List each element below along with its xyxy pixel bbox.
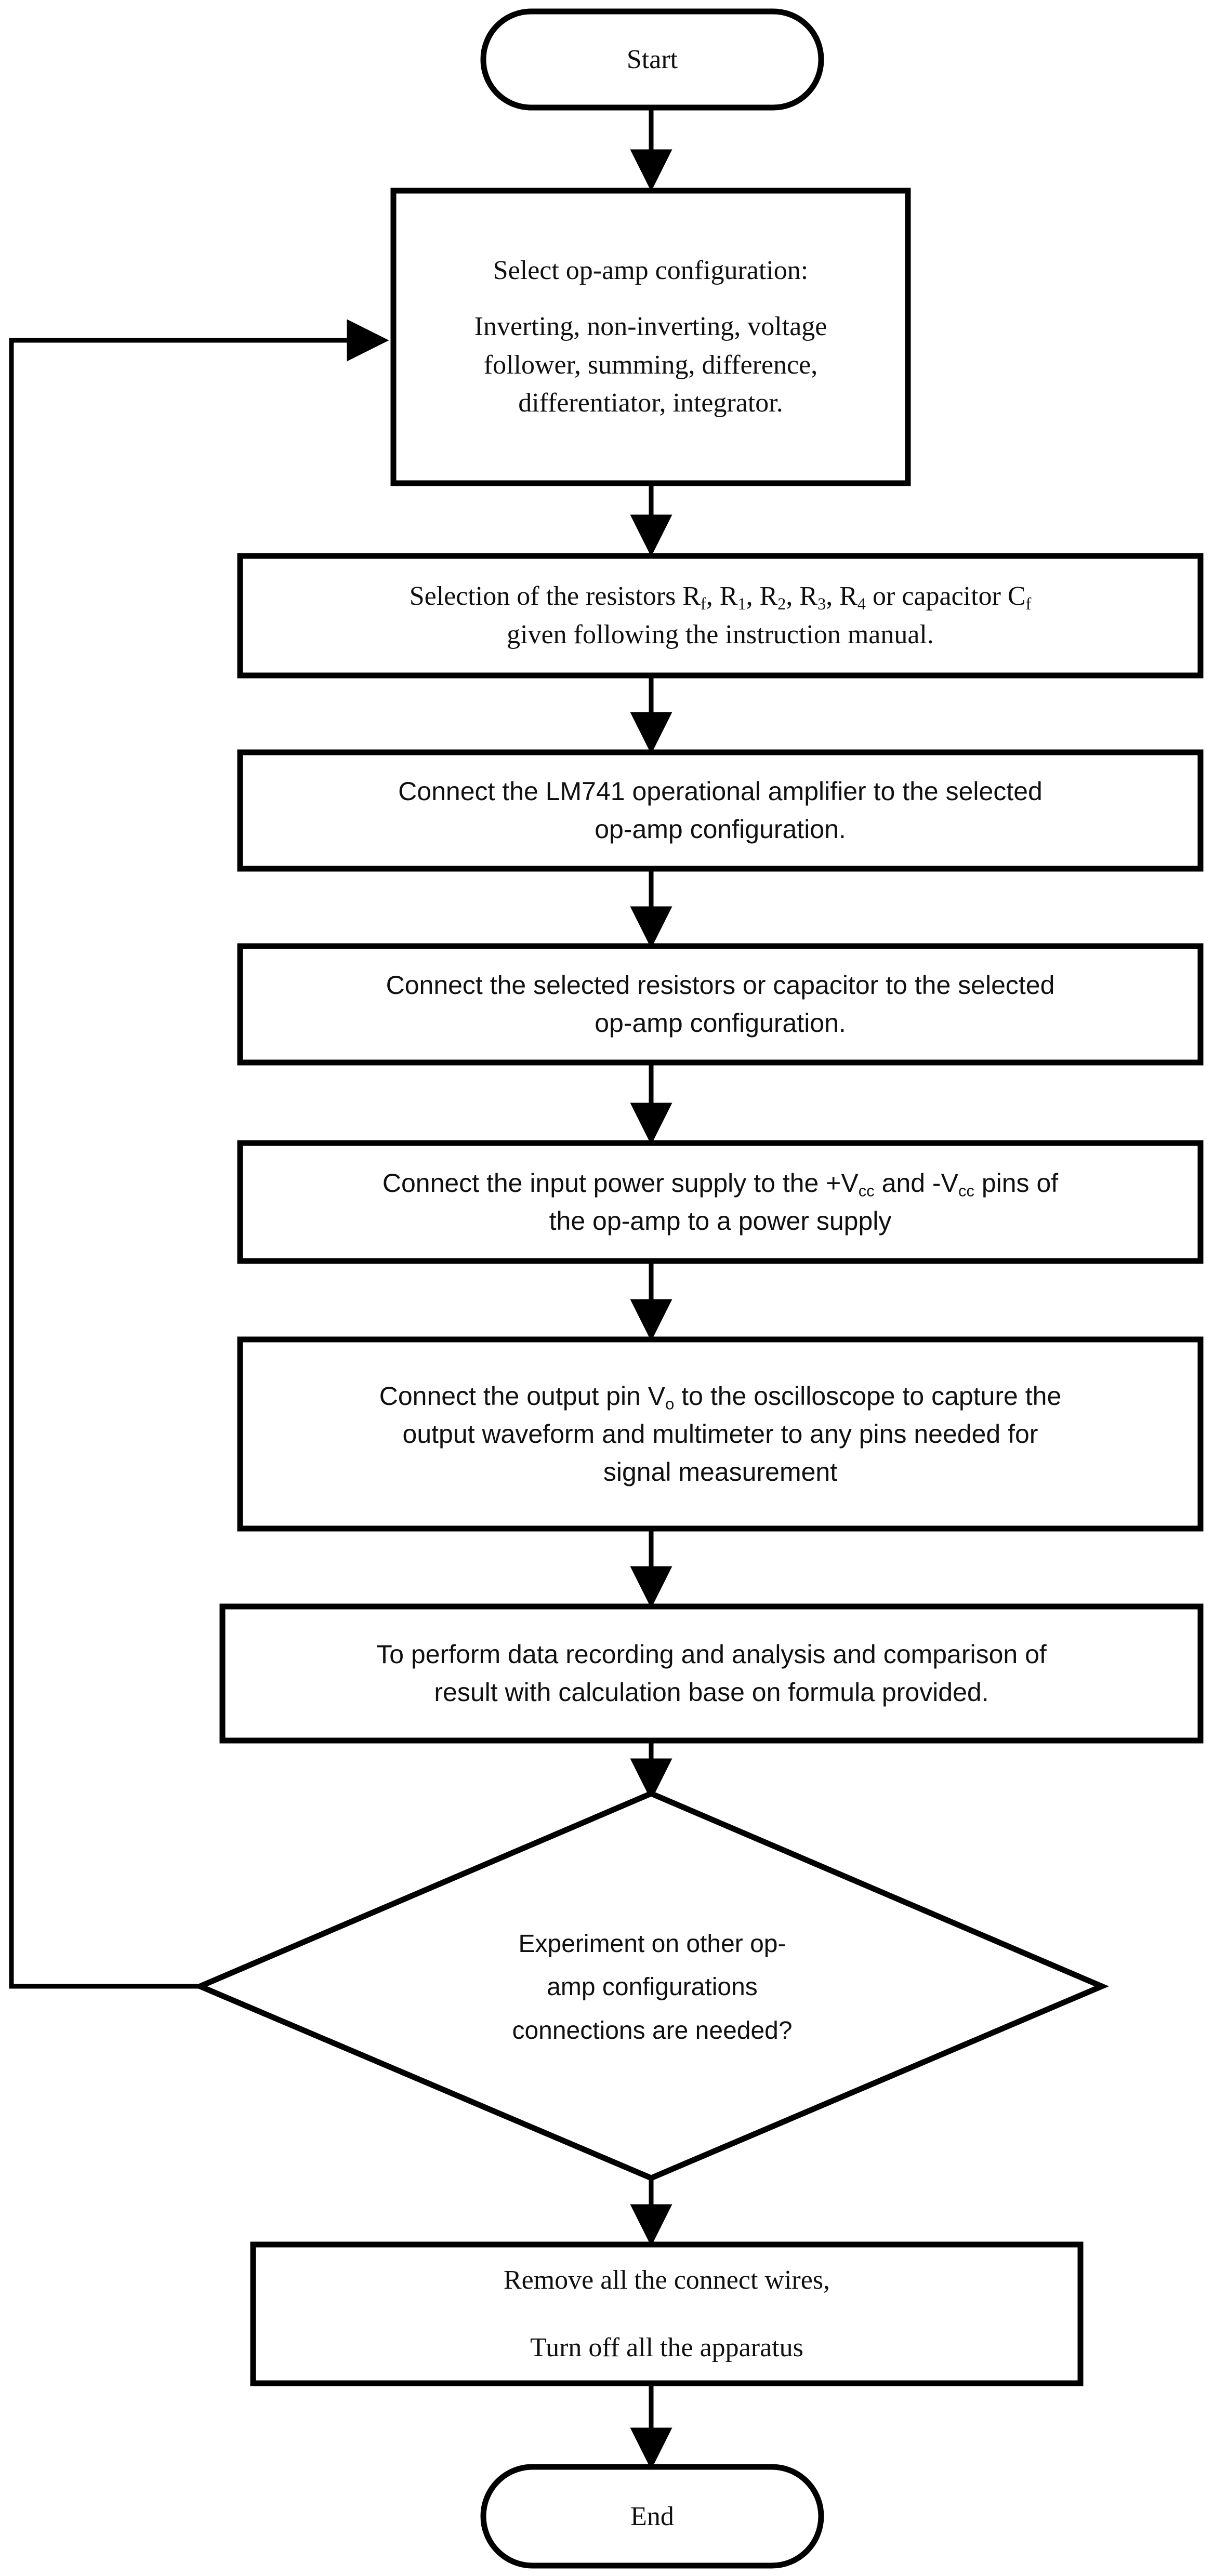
box-components-shape (237, 943, 1204, 1066)
box-lm741-shape (237, 749, 1204, 872)
box-remove-shape (250, 2241, 1084, 2386)
decision-diamond-shape (192, 1790, 1110, 2181)
terminal-start-shape (480, 8, 824, 111)
box-analysis-shape (219, 1603, 1204, 1744)
box-resistors-shape (237, 553, 1204, 679)
box-power-shape (237, 1140, 1204, 1264)
connectors-group (9, 107, 672, 2470)
edge-decision-feedback-loop (9, 319, 389, 1989)
node-shapes-group (192, 8, 1204, 2569)
box-select-shape (390, 188, 911, 486)
box-output-shape (237, 1336, 1204, 1532)
terminal-end-shape (480, 2464, 824, 2569)
